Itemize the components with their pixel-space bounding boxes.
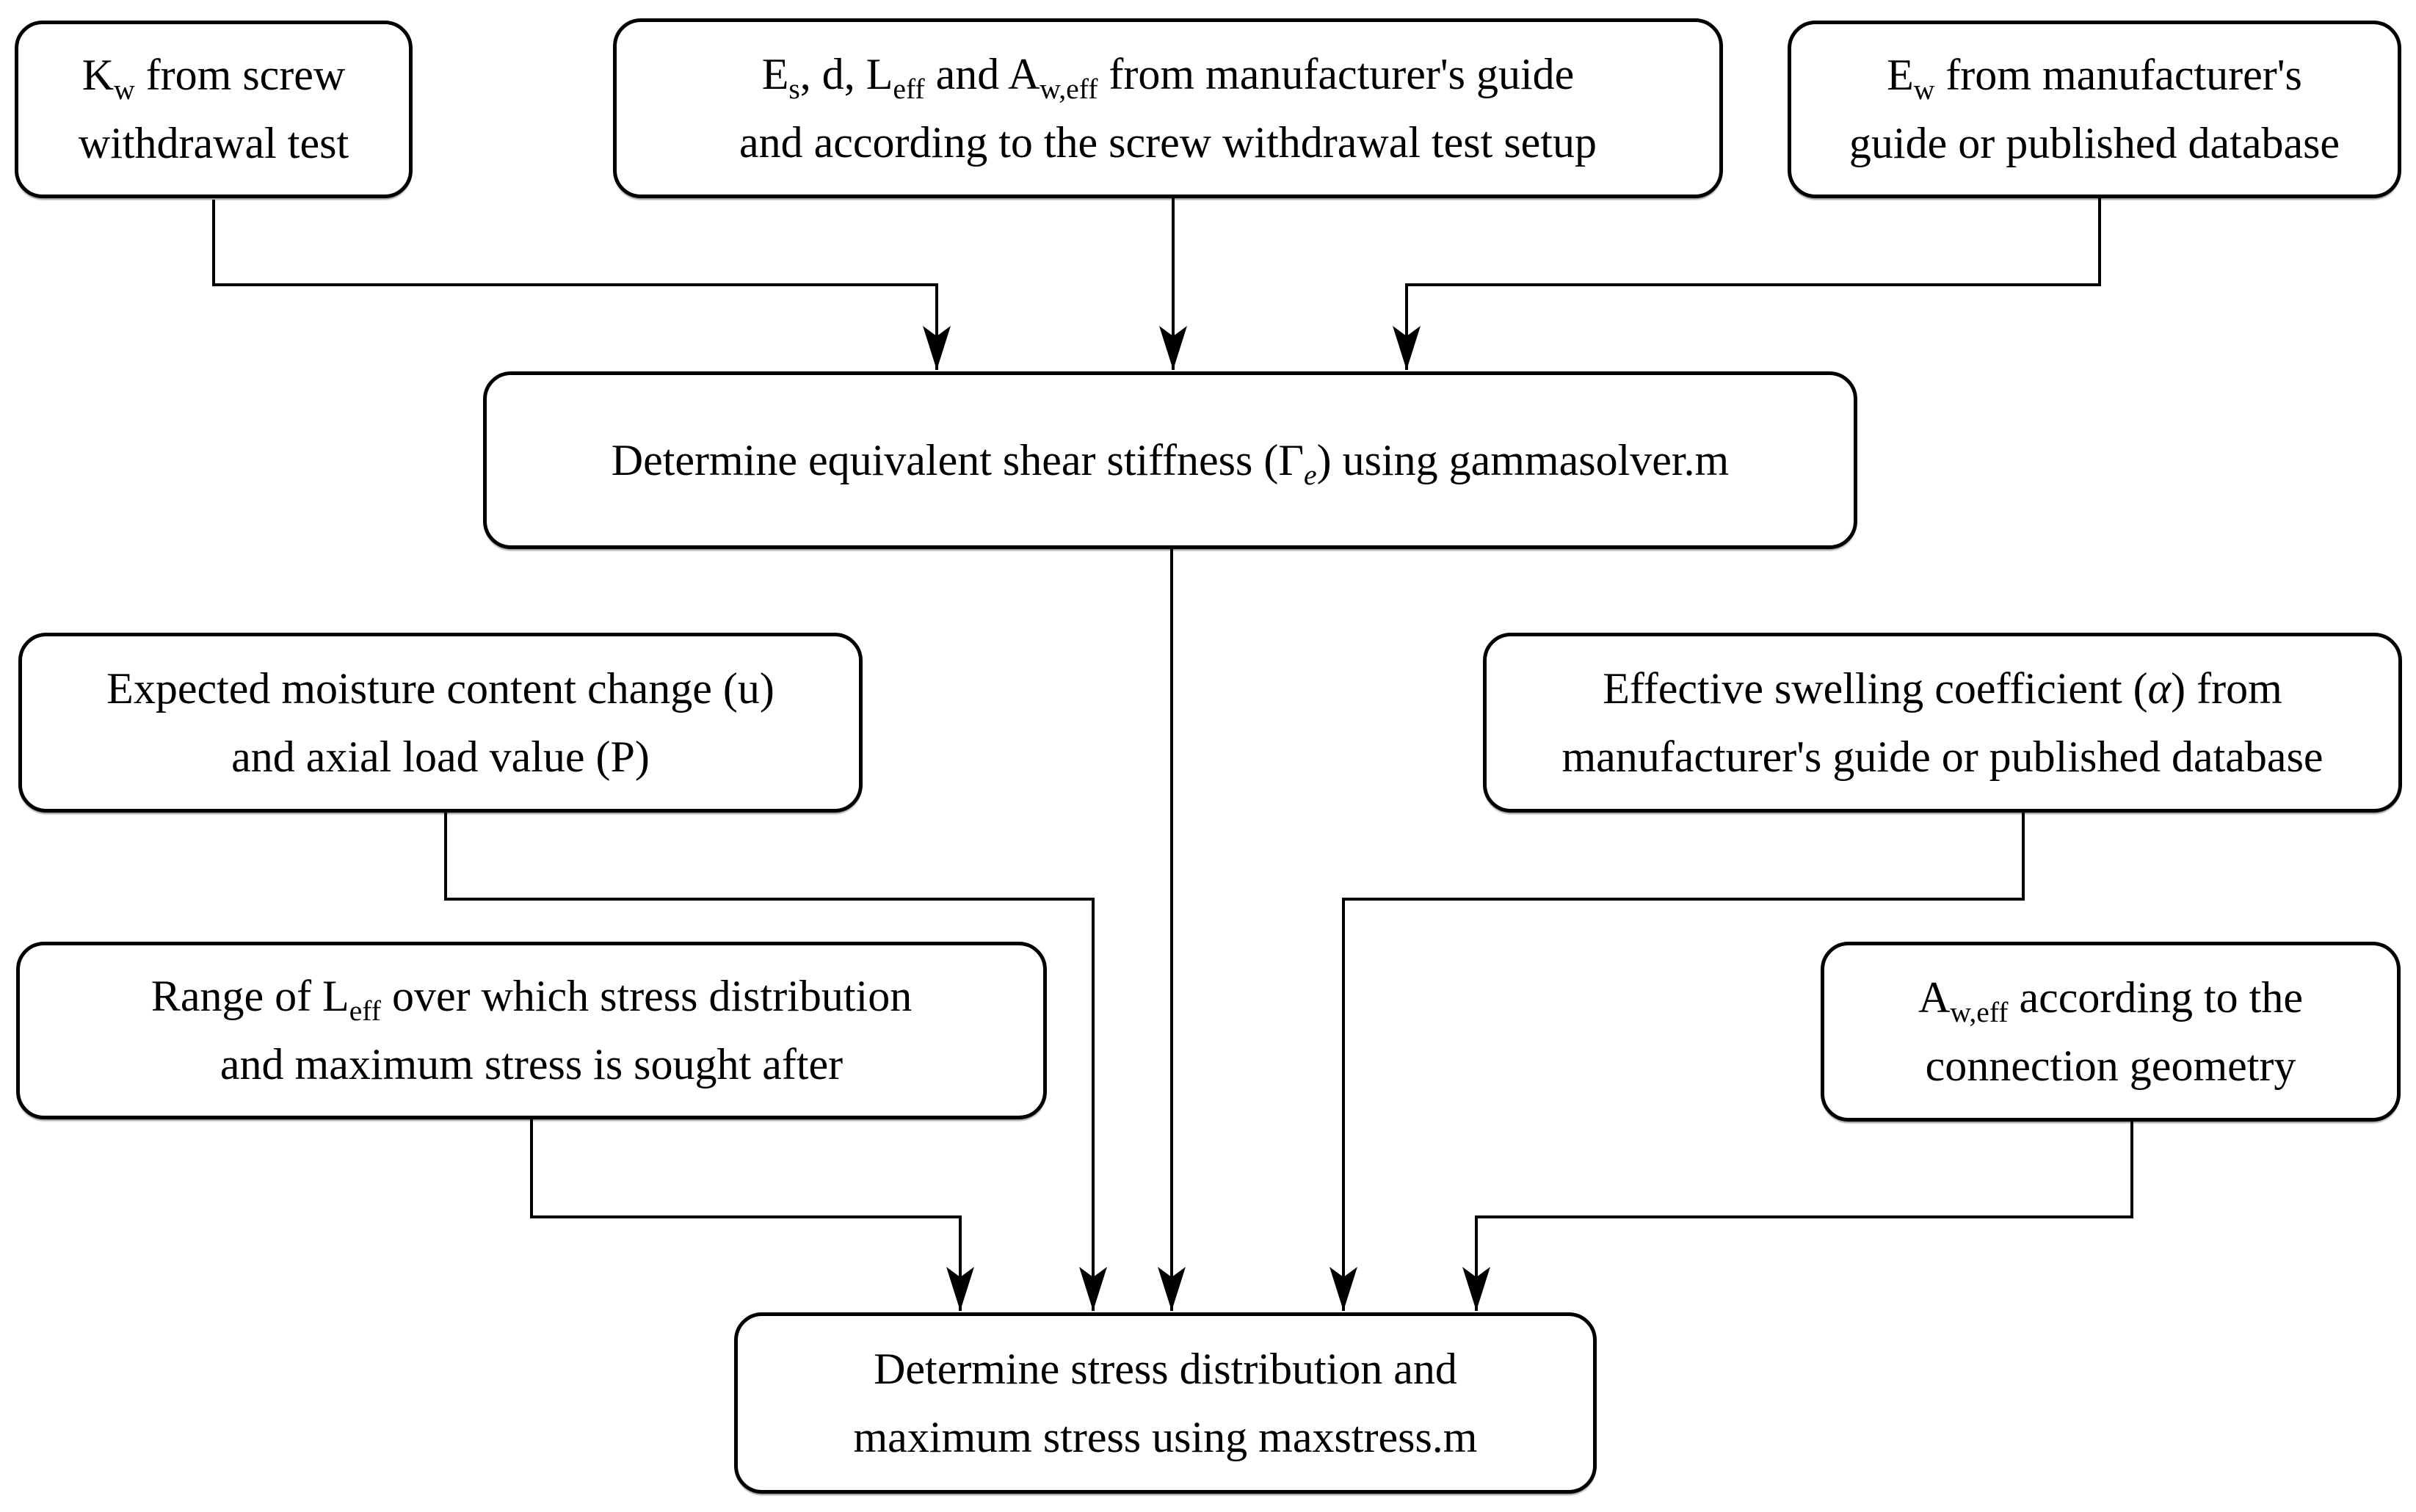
node-label-line: Determine stress distribution and (874, 1344, 1457, 1393)
node-label-line: Aw,eff according to the (1918, 973, 2303, 1028)
flow-node-moisture: Expected moisture content change (u) and … (18, 633, 863, 813)
node-label-line: Ew from manufacturer's (1887, 51, 2302, 106)
flow-node-gamma: Determine equivalent shear stiffness (Γe… (483, 371, 1857, 549)
node-label-line: Determine equivalent shear stiffness (Γe… (611, 435, 1730, 491)
node-label-line: Kw from screw (81, 51, 346, 106)
connector-moisture-to-maxstress (444, 813, 1095, 1311)
connector-kw-to-gamma (212, 200, 938, 370)
arrowhead-aweff-to-maxstress (1462, 1267, 1490, 1311)
arrowhead-range-to-maxstress (946, 1267, 974, 1311)
node-label-line: maximum stress using maxstress.m (853, 1412, 1478, 1461)
flow-node-swelling: Effective swelling coefficient (α) from m… (1483, 633, 2402, 813)
flow-node-aweff: Aw,eff according to the connection geomet… (1821, 942, 2401, 1122)
arrowhead-params-to-gamma (1159, 326, 1187, 370)
flow-node-range: Range of Leff over which stress distribu… (16, 942, 1047, 1119)
arrowhead-gamma-to-maxstress (1158, 1267, 1186, 1311)
connector-swelling-to-maxstress (1342, 813, 2025, 1311)
node-label-line: Effective swelling coefficient (α) from (1603, 664, 2282, 713)
flow-node-ew: Ew from manufacturer's guide or published… (1788, 21, 2401, 198)
connector-aweff-to-maxstress (1475, 1122, 2133, 1311)
flow-node-kw: Kw from screw withdrawal test (15, 21, 413, 198)
flow-node-maxstress: Determine stress distribution and maximum… (734, 1312, 1597, 1494)
arrowhead-swelling-to-maxstress (1329, 1267, 1357, 1311)
arrowhead-kw-to-gamma (923, 326, 951, 370)
arrowhead-ew-to-gamma (1393, 326, 1421, 370)
flow-node-params: Es, d, Leff and Aw,eff from manufacturer… (613, 18, 1723, 198)
node-label-line: and according to the screw withdrawal te… (739, 117, 1597, 167)
node-label-line: Expected moisture content change (u) (106, 664, 775, 713)
node-label-line: guide or published database (1849, 119, 2340, 167)
node-label-line: manufacturer's guide or published databa… (1561, 732, 2324, 781)
node-label-line: and axial load value (P) (231, 732, 650, 781)
node-label-line: Range of Leff over which stress distribu… (150, 972, 913, 1027)
connector-range-to-maxstress (530, 1119, 962, 1311)
node-label-line: withdrawal test (78, 119, 349, 167)
arrowhead-moisture-to-maxstress (1079, 1267, 1107, 1311)
node-label-line: connection geometry (1925, 1041, 2296, 1090)
node-label-line: Es, d, Leff and Aw,eff from manufacturer… (761, 49, 1575, 105)
connector-ew-to-gamma (1405, 198, 2101, 370)
node-label-line: and maximum stress is sought after (220, 1040, 844, 1088)
